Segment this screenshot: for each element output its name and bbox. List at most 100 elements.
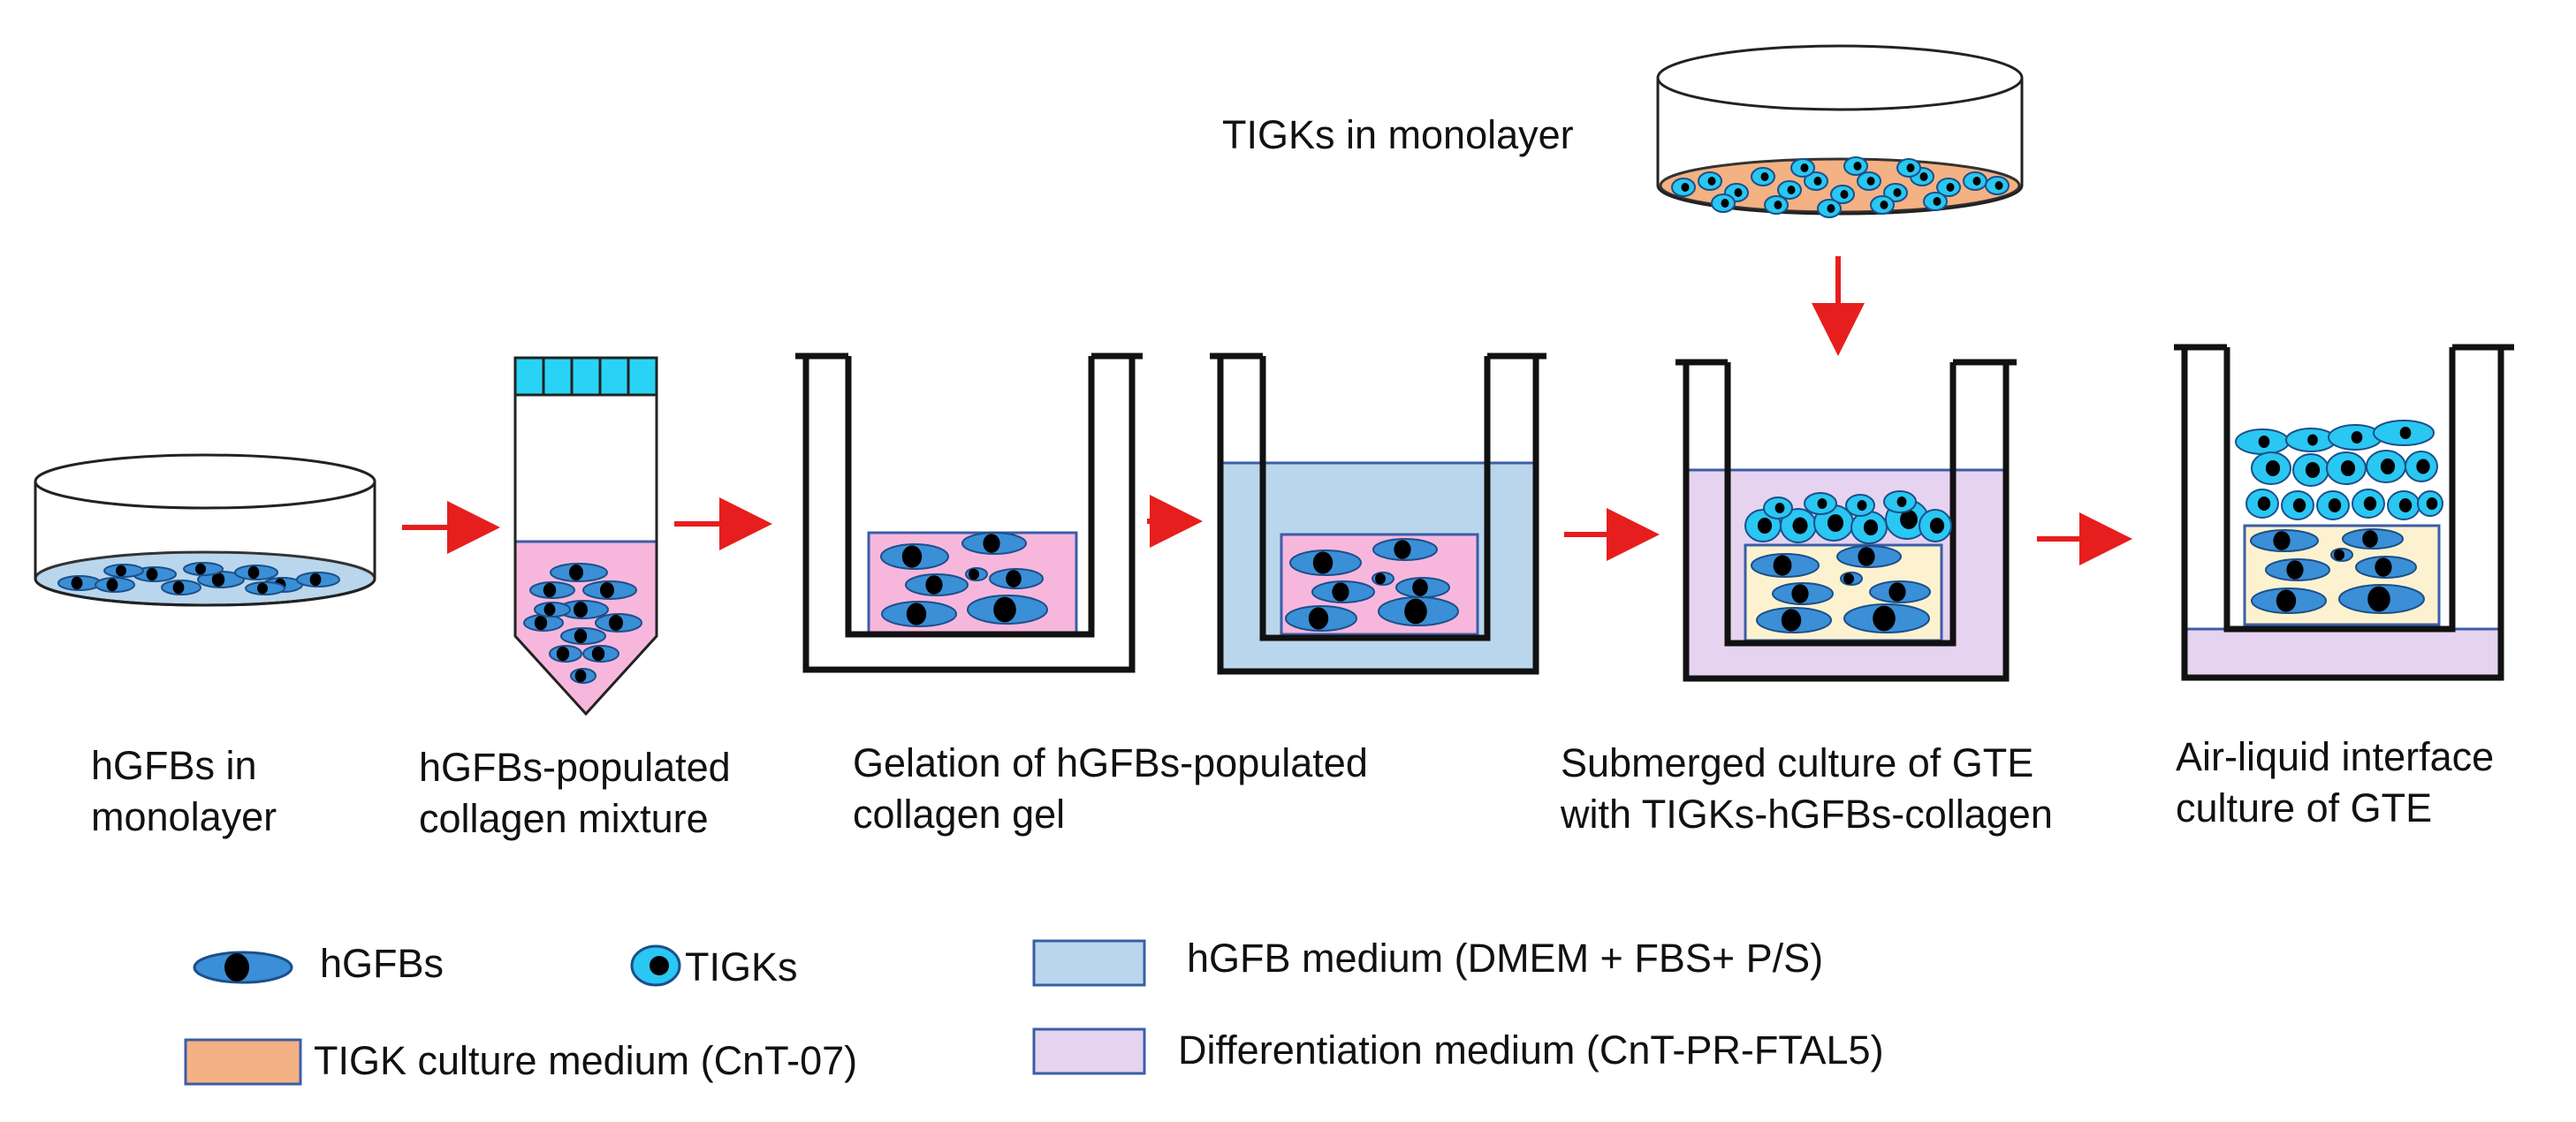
tigk-cell <box>1936 178 1961 197</box>
tigk-cell-layer <box>1671 156 2010 218</box>
tigk-cell <box>2326 451 2367 485</box>
tigk-cell <box>1843 156 1868 176</box>
hgfb-cell <box>2342 528 2404 550</box>
hgfb-cell-layer <box>1751 545 1931 633</box>
hgfb-cell-layer <box>880 532 1048 627</box>
transwell-outer <box>2181 347 2504 681</box>
tigk-cell <box>1883 183 1908 202</box>
hgfb-cell <box>582 645 619 663</box>
legend-hgfbs-label: hGFBs <box>320 938 444 989</box>
tigk-cell <box>1671 178 1696 197</box>
hgfb-cell <box>1311 580 1375 603</box>
tigk-cell <box>1923 192 1948 211</box>
legend-tigk-medium-text: TIGK culture medium (CnT-07) <box>314 1038 858 1083</box>
tigk-cell <box>1963 171 1987 191</box>
tigk-cell <box>1804 171 1828 191</box>
hgfb-cell <box>2250 529 2319 552</box>
step-5-label: Air-liquid interface culture of GTE <box>2176 732 2494 834</box>
hgfb-cell <box>523 614 564 632</box>
tigk-cell <box>2251 451 2291 485</box>
tigk-cell <box>1830 185 1855 204</box>
hgfb-cell <box>161 580 201 595</box>
hgfb-cell <box>183 562 224 576</box>
hgfb-cell <box>965 567 988 581</box>
tigk-cell <box>1985 176 2010 195</box>
hgfb-cell <box>534 602 571 618</box>
step-1-line-2: monolayer <box>91 794 277 839</box>
step-5-line-1: Air-liquid interface <box>2176 734 2495 779</box>
tigk-cell-layer <box>1744 490 1952 544</box>
dish-wall <box>34 481 376 607</box>
hgfb-cell-layer <box>1285 538 1459 632</box>
hgfb-cell <box>1843 603 1930 633</box>
legend-tigks-text: TIGKs <box>685 944 798 989</box>
legend-hgfb-medium-swatch <box>1032 939 1146 987</box>
tigk-cell <box>2373 420 2435 446</box>
tigk-cell <box>1780 508 1817 543</box>
hgfb-cell <box>1869 580 1931 603</box>
hgfb-cell-layer <box>57 562 340 595</box>
hgfb-cell <box>95 577 135 593</box>
step-3-line-2: collagen gel <box>853 792 1066 837</box>
transwell-insert <box>1724 362 1957 647</box>
legend-tigks-label: TIGKs <box>685 942 798 993</box>
transwell-air-liquid <box>2174 344 2514 681</box>
step-2-label: hGFBs-populated collagen mixture <box>419 742 731 845</box>
legend-tigk-medium-swatch <box>184 1038 302 1086</box>
hgfb-cell <box>1372 572 1394 586</box>
hgfb-cell <box>245 581 285 595</box>
tigk-cell <box>2387 490 2420 520</box>
tigk-cell <box>1870 195 1895 215</box>
hgfb-cell <box>595 613 642 633</box>
transwell-submerged-gte <box>1676 359 2017 682</box>
hgfb-cell <box>1289 550 1362 576</box>
tigk-cell <box>1777 180 1802 200</box>
legend-diff-medium-text: Differentiation medium (CnT-PR-FTAL5) <box>1178 1027 1884 1073</box>
hgfb-cell <box>905 573 969 596</box>
tigk-cell <box>1751 167 1775 186</box>
hgfb-cell <box>989 568 1044 589</box>
step-2-line-1: hGFBs-populated <box>419 745 731 790</box>
hgfb-cell <box>2265 558 2330 581</box>
tigk-cell <box>2352 489 2385 519</box>
tigk-cell <box>1845 494 1875 517</box>
transwell-insert <box>845 356 1095 638</box>
legend-hgfbs-text: hGFBs <box>320 941 445 986</box>
tigk-cell <box>1896 158 1921 178</box>
step-1-label: hGFBs in monolayer <box>91 740 277 843</box>
hgfb-cell <box>880 543 949 570</box>
hgfb-cell <box>529 581 575 599</box>
transwell-gelation <box>795 353 1143 673</box>
hgfb-culture-dish <box>34 453 376 607</box>
step-3-label: Gelation of hGFBs-populated collagen gel <box>853 738 1368 840</box>
hgfb-cell <box>967 595 1048 625</box>
tigk-dish-label-text: TIGKs in monolayer <box>1222 112 1574 157</box>
tigk-cell <box>1804 492 1837 515</box>
tigk-cell <box>2245 489 2279 519</box>
tube-cap <box>513 356 658 397</box>
hgfb-cell <box>558 600 609 619</box>
tigk-cell <box>2328 424 2382 451</box>
legend-hgfb-medium-text: hGFB medium (DMEM + FBS+ P/S) <box>1187 936 1824 981</box>
transwell-outer <box>802 356 1136 673</box>
transwell-outer <box>1217 356 1539 675</box>
hgfb-cell <box>881 601 957 627</box>
hgfb-cell <box>57 575 102 591</box>
process-arrows <box>402 256 2132 565</box>
collagen-tube <box>513 356 658 716</box>
hgfb-cell <box>1285 605 1357 632</box>
hgfb-cell <box>1772 582 1834 605</box>
tigk-cell <box>2316 490 2350 520</box>
tigk-cell <box>1698 171 1722 191</box>
step-4-line-2: with TIGKs-hGFBs-collagen <box>1561 792 2053 837</box>
tigk-cell <box>1857 171 1881 191</box>
step-2-line-2: collagen mixture <box>419 796 709 841</box>
diff-medium-pad <box>2183 627 2503 679</box>
tigk-cell <box>1763 497 1793 519</box>
dish-rim <box>34 453 376 510</box>
hgfb-cell <box>1395 577 1450 598</box>
hgfb-cell <box>582 580 637 600</box>
hgfb-cell-layer <box>2250 528 2425 614</box>
tube-body <box>513 395 658 716</box>
hgfb-cell <box>296 572 340 588</box>
